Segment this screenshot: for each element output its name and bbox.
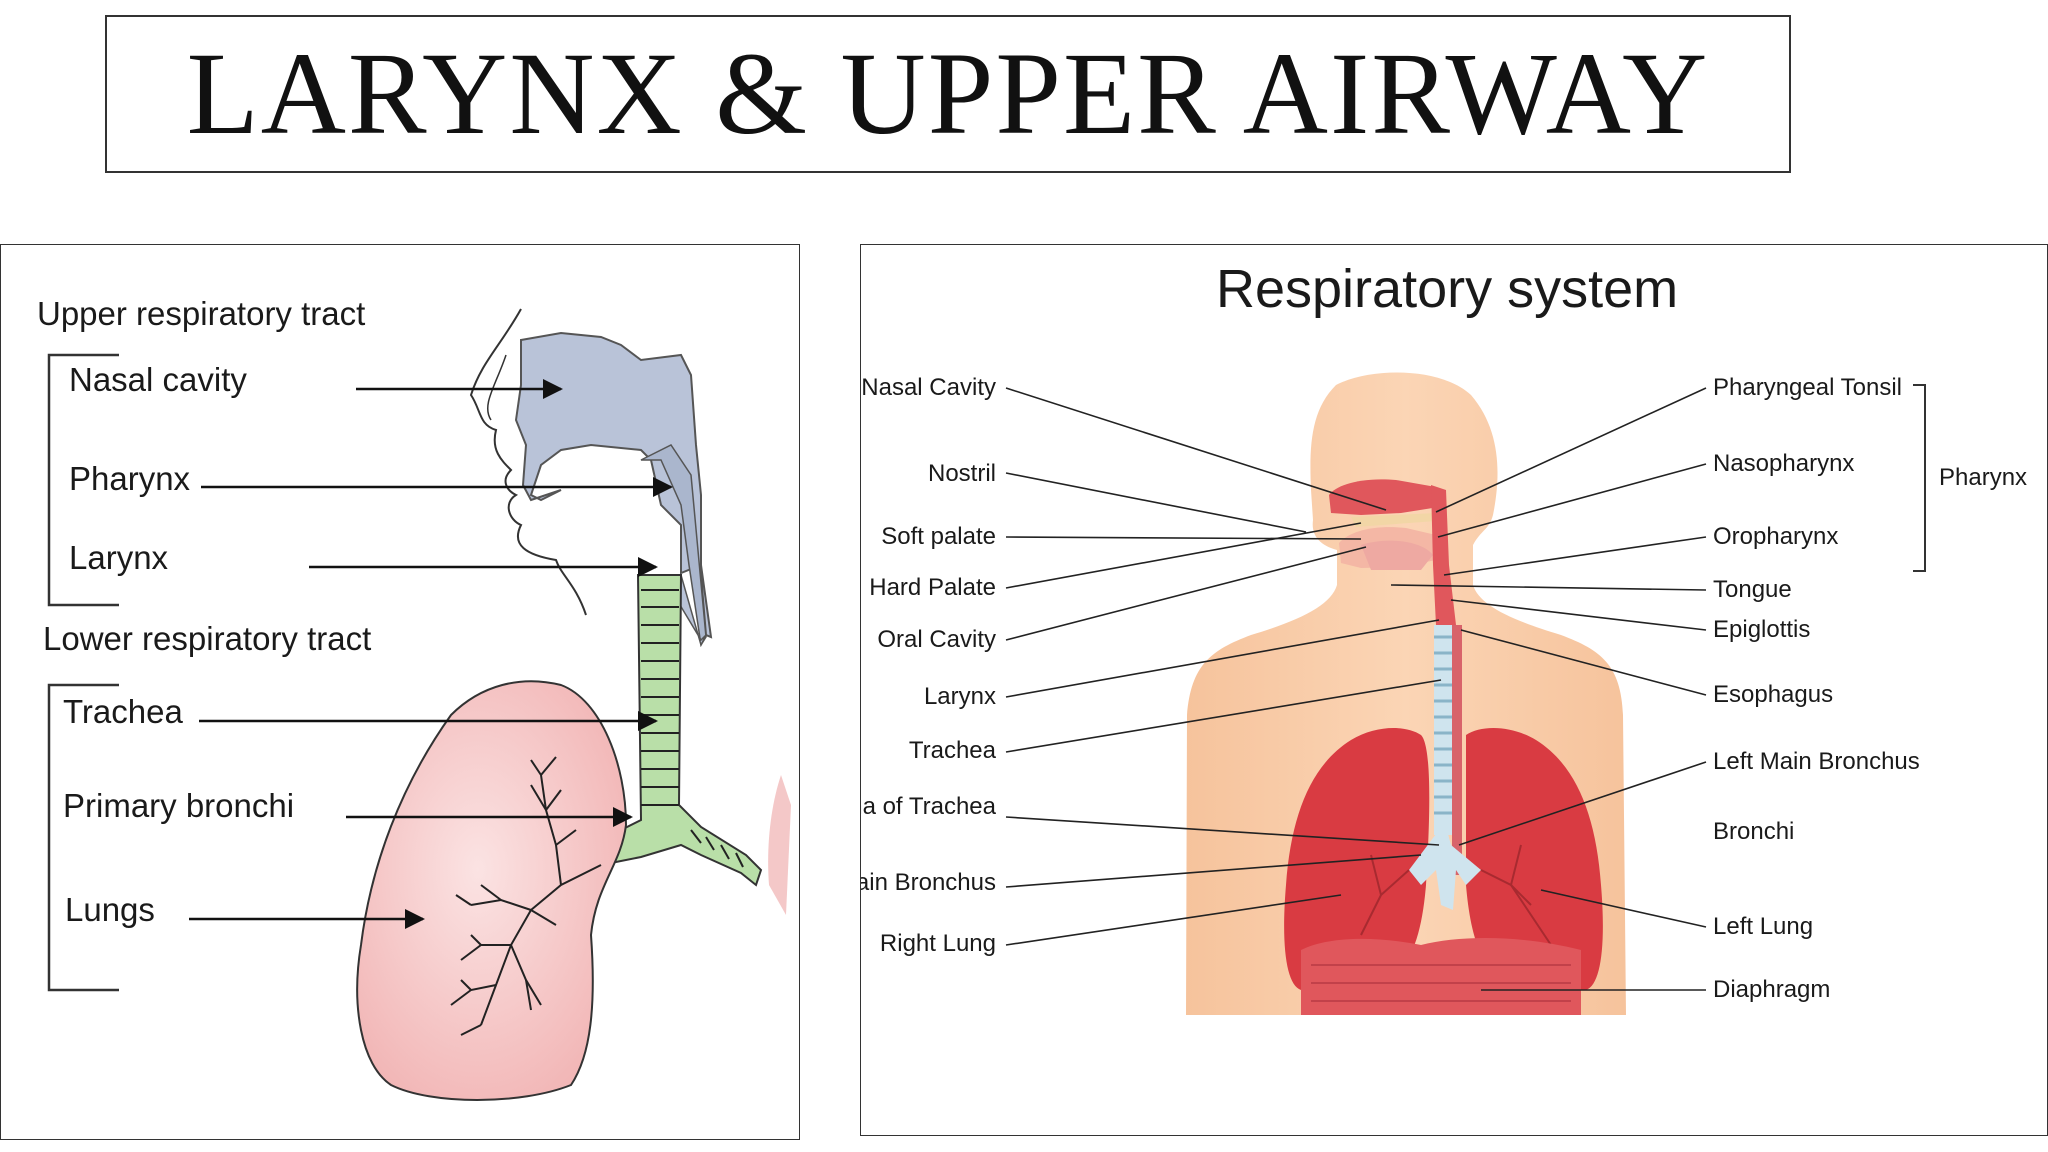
label-larynx: Larynx <box>69 539 169 576</box>
label-oropharynx: Oropharynx <box>1713 523 1838 550</box>
left-lung <box>1466 728 1603 990</box>
bronchial-branches <box>1360 844 1552 946</box>
label-esophagus: Esophagus <box>1713 681 1833 708</box>
left-lung-edge <box>768 775 791 915</box>
right-lung <box>1284 728 1430 990</box>
page-title: LARYNX & UPPER AIRWAY <box>186 28 1710 159</box>
label-nostril: Nostril <box>928 460 996 487</box>
label-pharyngeal-tonsil: Pharyngeal Tonsil <box>1713 374 1902 401</box>
label-hard-palate: Hard Palate <box>869 574 996 601</box>
diaphragm-region <box>1301 938 1581 1015</box>
face-profile-inner <box>486 354 507 421</box>
label-right-lung: Right Lung <box>880 930 996 957</box>
label-nasal-cavity: Nasal cavity <box>69 361 247 398</box>
label-larynx-r: Larynx <box>924 683 996 710</box>
label-nasopharynx: Nasopharynx <box>1713 450 1854 477</box>
esophagus-region <box>1452 625 1462 875</box>
bronchi-region <box>1409 830 1481 910</box>
right-diagram-panel: Respiratory system <box>773 244 2048 1136</box>
label-trachea: Trachea <box>63 693 183 730</box>
label-primary-bronchi: Primary bronchi <box>63 787 294 824</box>
label-soft-palate: Soft palate <box>881 523 996 550</box>
leader-lines-right <box>1390 387 1707 991</box>
respiratory-system-diagram: Respiratory system <box>773 259 2027 1015</box>
pharynx-group-bracket <box>1913 384 1926 572</box>
tongue-region <box>1361 540 1433 570</box>
leader-lines-left <box>1005 387 1442 946</box>
label-tongue: Tongue <box>1713 576 1792 603</box>
face-profile <box>469 308 587 616</box>
label-oral-cavity: Oral Cavity <box>877 626 996 653</box>
lower-bracket <box>47 683 119 992</box>
nasal-cavity-region <box>1329 479 1439 515</box>
soft-palate <box>1351 513 1436 527</box>
label-left-main-bronchus: Left Main Bronchus <box>1713 748 1920 775</box>
label-bronchi: Bronchi <box>1713 818 1794 845</box>
nasal-cavity-shape <box>514 331 713 639</box>
label-right-main-bronchus: Right Main Bronchus <box>861 869 996 896</box>
label-pharynx: Pharynx <box>69 460 191 497</box>
respiratory-title: Respiratory system <box>1216 259 1678 319</box>
label-epiglottis: Epiglottis <box>1713 616 1810 643</box>
label-nasal-cavity-r: Nasal Cavity <box>861 374 996 401</box>
label-lungs: Lungs <box>65 891 155 928</box>
pharynx-region <box>1431 485 1456 625</box>
bronchial-tree <box>450 756 602 1036</box>
title-box: LARYNX & UPPER AIRWAY <box>105 15 1791 173</box>
lung-shape <box>356 680 628 1101</box>
label-left-lung: Left Lung <box>1713 913 1813 940</box>
left-diagram-panel: Upper respiratory tract Nasal cavity Pha… <box>0 244 800 1140</box>
label-diaphragm: Diaphragm <box>1713 976 1830 1003</box>
upper-bracket <box>47 353 119 607</box>
lower-tract-header: Lower respiratory tract <box>43 620 371 657</box>
label-pharynx-group: Pharynx <box>1939 464 2027 491</box>
label-carina: Carina of Trachea <box>861 793 997 820</box>
upper-lower-tract-diagram: Upper respiratory tract Nasal cavity Pha… <box>37 295 791 1101</box>
upper-tract-header: Upper respiratory tract <box>37 295 365 332</box>
label-trachea-r: Trachea <box>909 737 997 764</box>
trachea-region <box>1434 625 1452 835</box>
